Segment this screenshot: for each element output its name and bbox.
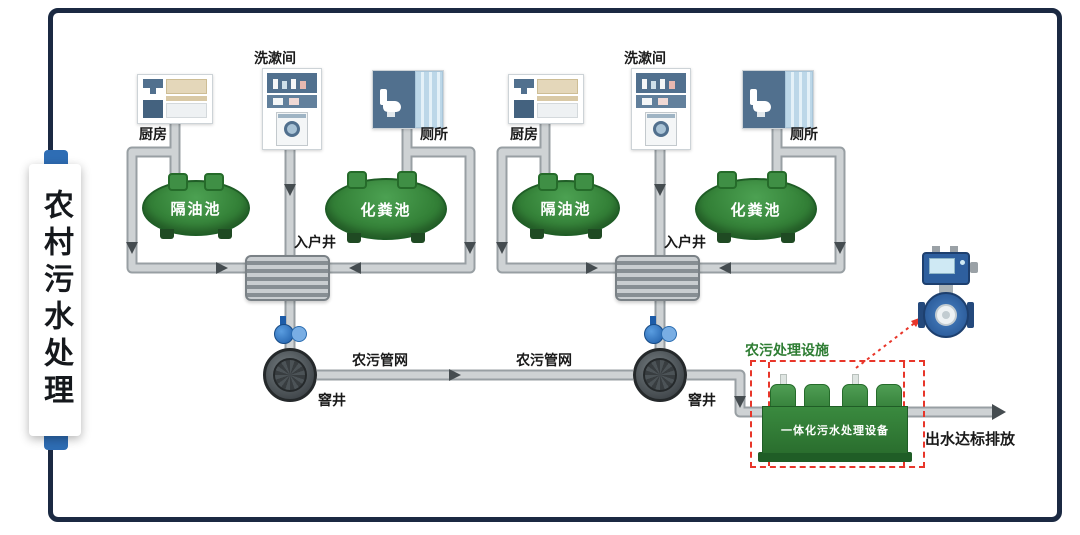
washroom-label: 洗漱间 bbox=[624, 50, 666, 66]
manhole-label: 窨井 bbox=[318, 392, 346, 408]
discharge-label: 出水达标排放 bbox=[925, 431, 1016, 448]
inlet-well-grate bbox=[245, 255, 330, 301]
flow-meter-screen bbox=[929, 258, 955, 274]
inlet-well-label: 入户井 bbox=[294, 234, 336, 250]
septic-tank-label: 化粪池 bbox=[730, 201, 782, 219]
kitchen-label: 厨房 bbox=[510, 126, 538, 142]
flow-meter-icon bbox=[916, 246, 978, 338]
washer-door-icon bbox=[653, 121, 669, 137]
grease-trap-tank: 隔油池 bbox=[512, 173, 620, 239]
network-label: 农污管网 bbox=[352, 352, 408, 368]
title-card: 农村污水处理 bbox=[29, 164, 81, 436]
toilet-label: 厕所 bbox=[420, 126, 448, 142]
flow-arrows bbox=[126, 184, 1006, 420]
grease-trap-label: 隔油池 bbox=[170, 200, 222, 218]
facility-label: 农污处理设施 bbox=[745, 342, 829, 358]
inlet-well-grate bbox=[615, 255, 700, 301]
septic-tank: 化粪池 bbox=[325, 171, 447, 243]
flow-meter-body bbox=[923, 292, 969, 338]
manhole-cover-icon bbox=[263, 348, 317, 402]
manhole-label: 窨井 bbox=[688, 392, 716, 408]
pump-icon bbox=[272, 314, 308, 344]
flowmeter-connector-line bbox=[855, 321, 917, 369]
pump-icon bbox=[642, 314, 678, 344]
washroom-icon bbox=[631, 68, 691, 150]
grease-trap-label: 隔油池 bbox=[540, 200, 592, 218]
washer-door-icon bbox=[284, 121, 300, 137]
toilet-icon bbox=[372, 70, 444, 129]
toilet-icon bbox=[742, 70, 814, 129]
washroom-icon bbox=[262, 68, 322, 150]
page-title: 农村污水处理 bbox=[39, 189, 72, 411]
network-label: 农污管网 bbox=[516, 352, 572, 368]
equipment-tank-cap bbox=[770, 384, 796, 410]
equipment-base bbox=[758, 452, 912, 462]
washroom-label: 洗漱间 bbox=[254, 50, 296, 66]
equipment-tank-cap bbox=[804, 384, 830, 410]
kitchen-label: 厨房 bbox=[139, 126, 167, 142]
grease-trap-tank: 隔油池 bbox=[142, 173, 250, 239]
septic-tank-label: 化粪池 bbox=[360, 201, 412, 219]
manhole-cover-icon bbox=[633, 348, 687, 402]
kitchen-icon bbox=[137, 74, 213, 124]
inlet-well-label: 入户井 bbox=[664, 234, 706, 250]
septic-tank: 化粪池 bbox=[695, 171, 817, 243]
facility-boundary bbox=[750, 360, 925, 468]
treatment-equipment: 一体化污水处理设备 bbox=[762, 406, 908, 454]
toilet-label: 厕所 bbox=[790, 126, 818, 142]
treatment-equipment-label: 一体化污水处理设备 bbox=[781, 425, 889, 437]
kitchen-icon bbox=[508, 74, 584, 124]
